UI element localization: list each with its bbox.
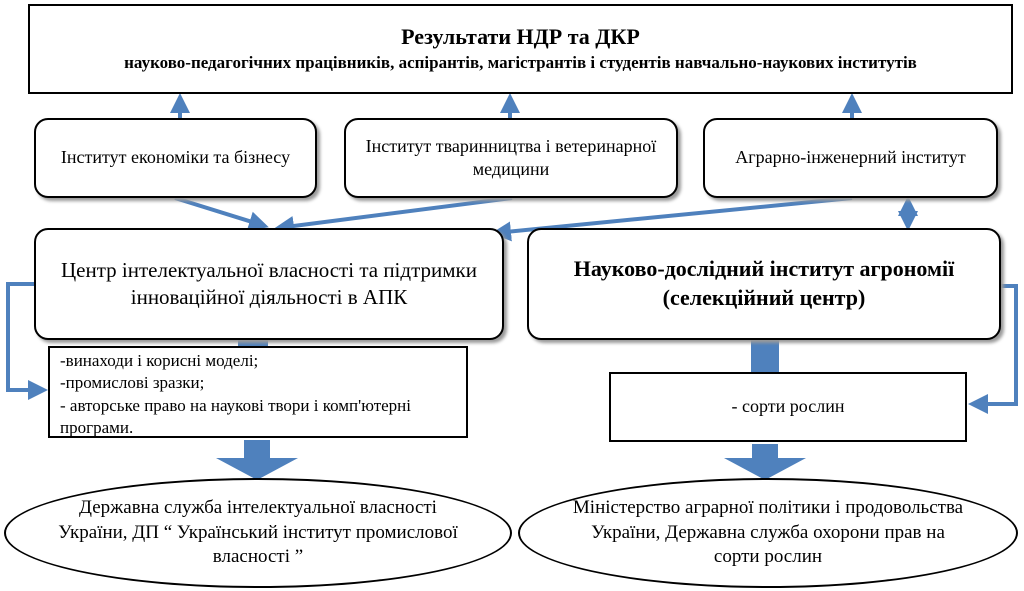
institute-engineering-label: Аграрно-інженерний інститут <box>735 147 966 168</box>
block-arrow-right <box>724 444 806 480</box>
list-item: -винаходи і корисні моделі; <box>60 351 259 370</box>
ip-center-label: Центр інтелектуальної власності та підтр… <box>61 257 477 309</box>
list-item: - авторське право на наукові твори і ком… <box>60 395 411 438</box>
header-subtitle: науково-педагогічних працівників, аспіра… <box>124 52 917 72</box>
plant-varieties-box: - сорти рослин <box>609 372 967 442</box>
arrow-inst2-center <box>274 196 513 236</box>
ip-center-box: Центр інтелектуальної власності та підтр… <box>34 228 504 340</box>
arrow-research-plants <box>968 284 1018 414</box>
institute-livestock-label: Інститут тваринництва і ветеринарної мед… <box>365 135 657 179</box>
research-institute-label: Науково-дослідний інститут агрономії (се… <box>573 256 955 310</box>
institute-livestock-box: Інститут тваринництва і ветеринарної мед… <box>344 118 678 198</box>
arrow-inst3-center <box>491 196 853 242</box>
list-item: -промислові зразки; <box>60 373 205 393</box>
institute-engineering-box: Аграрно-інженерний інститут <box>703 118 998 198</box>
research-institute-box: Науково-дослідний інститут агрономії (се… <box>527 228 1001 340</box>
ip-objects-list: -винаходи і корисні моделі; -промислові … <box>48 346 468 438</box>
connector-research-plants <box>751 339 779 373</box>
results-header: Результати НДР та ДКР науково-педагогічн… <box>28 4 1013 94</box>
agency-ministry-label: Міністерство аграрної політики і продово… <box>572 496 964 568</box>
agency-ministry-oval: Міністерство аграрної політики і продово… <box>518 478 1018 588</box>
agency-ip-service-label: Державна служба інтелектуальної власност… <box>58 496 458 568</box>
header-title: Результати НДР та ДКР <box>401 24 640 50</box>
institute-economics-label: Інститут економіки та бізнесу <box>60 147 291 168</box>
plant-varieties-label: - сорти рослин <box>731 396 845 417</box>
connector-center-list <box>238 339 268 348</box>
block-arrow-left <box>216 440 298 480</box>
arrow-center-list <box>6 282 48 400</box>
arrow-inst1-center <box>174 196 269 231</box>
institute-economics-box: Інститут економіки та бізнесу <box>34 118 317 198</box>
agency-ip-service-oval: Державна служба інтелектуальної власност… <box>4 478 512 588</box>
